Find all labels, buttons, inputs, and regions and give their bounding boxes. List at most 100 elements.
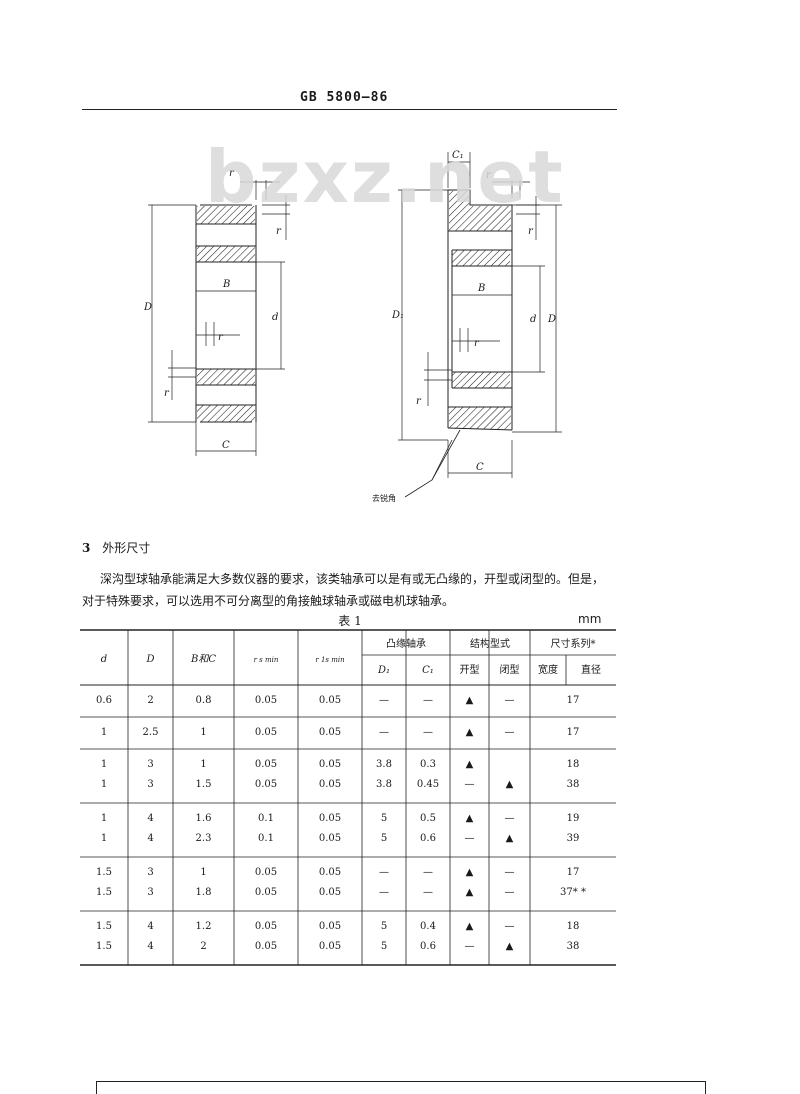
table-cell: ▲ <box>466 695 474 706</box>
fig-right-label-r-mid: r <box>474 338 480 349</box>
table-cell: 1.5 <box>96 867 112 878</box>
table-cell: 5 <box>381 833 387 844</box>
table-cell: 38 <box>567 779 580 790</box>
fig-left-label-D: D <box>143 302 152 313</box>
table-cell: 0.6 <box>420 833 436 844</box>
fig-right-label-B: B <box>477 283 485 294</box>
table-header-C1: C₁ <box>422 665 434 676</box>
table-cell: 1.5 <box>96 887 112 898</box>
table-cell: 4 <box>147 813 153 824</box>
table-cell: 0.05 <box>255 921 277 932</box>
table-cell: 19 <box>567 813 580 824</box>
table-cell: 17 <box>567 695 580 706</box>
table-cell: 1 <box>101 779 107 790</box>
table-cell: ▲ <box>506 833 514 844</box>
table-cell: 0.1 <box>258 833 274 844</box>
table-cell: 0.05 <box>255 759 277 770</box>
table-cell: — <box>505 887 515 898</box>
table-cell: — <box>423 867 433 878</box>
table-cell: 2.5 <box>143 727 159 738</box>
table-cell: 0.05 <box>319 887 341 898</box>
table-cell: 1 <box>200 867 206 878</box>
table-cell: 1 <box>101 833 107 844</box>
table-cell: ▲ <box>466 759 474 770</box>
fig-right-label-D: D <box>547 314 556 325</box>
fig-left-label-r-left: r <box>164 388 170 399</box>
fig-left-label-C: C <box>222 440 230 451</box>
figure-left-bearing <box>148 180 290 456</box>
table-cell: 0.05 <box>255 887 277 898</box>
table-header-D: D <box>145 654 154 665</box>
table-cell: 0.05 <box>255 727 277 738</box>
hatch-bottom-inner-r <box>452 372 510 388</box>
table-cell: — <box>423 695 433 706</box>
table-cell: 1 <box>200 727 206 738</box>
table-cell: 1 <box>101 727 107 738</box>
watermark: bzxz.net <box>205 135 565 219</box>
table-header-r1s-min: r 1s min <box>315 656 345 664</box>
table-cell: 18 <box>567 759 580 770</box>
table-cell: 0.05 <box>319 867 341 878</box>
table-cell: 0.4 <box>420 921 436 932</box>
table-cell: ▲ <box>506 779 514 790</box>
table-cell: ▲ <box>466 727 474 738</box>
fig-right-label-D1: D₁ <box>391 310 404 321</box>
table-header-type: 结构型式 <box>470 637 510 650</box>
table-cell: — <box>379 695 389 706</box>
hatch-top-inner-r <box>452 250 510 266</box>
table-cell: — <box>505 695 515 706</box>
table-cell: — <box>465 833 475 844</box>
table-cell: 3.8 <box>376 759 392 770</box>
table-cell: 0.05 <box>319 921 341 932</box>
table-cell: 1.8 <box>196 887 212 898</box>
table-cell: — <box>465 779 475 790</box>
header-rule <box>82 109 617 110</box>
table-cell: 17 <box>567 727 580 738</box>
table-cell: 1.5 <box>96 941 112 952</box>
table-header-rs-min: r s min <box>254 656 279 664</box>
table-cell: 4 <box>147 941 153 952</box>
table-cell: 3 <box>147 867 153 878</box>
table-cell: 4 <box>147 921 153 932</box>
table-cell: — <box>505 813 515 824</box>
table-cell: — <box>423 727 433 738</box>
fig-right-label-C: C <box>476 462 484 473</box>
table-cell: 0.05 <box>255 941 277 952</box>
table-cell: 2.3 <box>196 833 212 844</box>
table-header-d: d <box>101 654 107 665</box>
table-cell: ▲ <box>506 941 514 952</box>
table-cell: 0.5 <box>420 813 436 824</box>
fig-left-label-r-mid: r <box>218 332 224 343</box>
fig-left-label-r-side: r <box>276 226 282 237</box>
table-cell: 5 <box>381 813 387 824</box>
table-cell: 1.5 <box>196 779 212 790</box>
page-header-code: GB 5800—86 <box>300 90 389 105</box>
table-header-flange: 凸缘轴承 <box>386 637 426 650</box>
figure-right-flanged-bearing <box>398 152 562 498</box>
hatch-top-outer <box>197 206 255 224</box>
table-cell: 37* * <box>560 887 586 898</box>
table-cell: ▲ <box>466 887 474 898</box>
table-cell: 5 <box>381 921 387 932</box>
table-header-open: 开型 <box>460 663 480 676</box>
bearing-drawings: r r B D d r r C <box>143 150 562 503</box>
fig-left-label-d: d <box>272 312 278 323</box>
table-cell: 5 <box>381 941 387 952</box>
table-cell: 0.05 <box>319 833 341 844</box>
table-cell: 17 <box>567 867 580 878</box>
table-cell: 0.05 <box>319 779 341 790</box>
table-cell: 0.8 <box>196 695 212 706</box>
table-cell: 0.05 <box>319 941 341 952</box>
table-title: 表 1 <box>338 614 362 628</box>
table-cell: — <box>505 921 515 932</box>
table-cell: — <box>465 941 475 952</box>
table-header-diameter: 直径 <box>581 663 601 676</box>
fig-right-label-r-side: r <box>528 226 534 237</box>
table-cell: 3.8 <box>376 779 392 790</box>
table-cell: 3 <box>147 887 153 898</box>
table-unit: mm <box>578 612 602 626</box>
table-cell: 0.05 <box>319 727 341 738</box>
section-heading: 3 外形尺寸 <box>82 539 150 556</box>
footer-frame <box>96 1081 706 1094</box>
